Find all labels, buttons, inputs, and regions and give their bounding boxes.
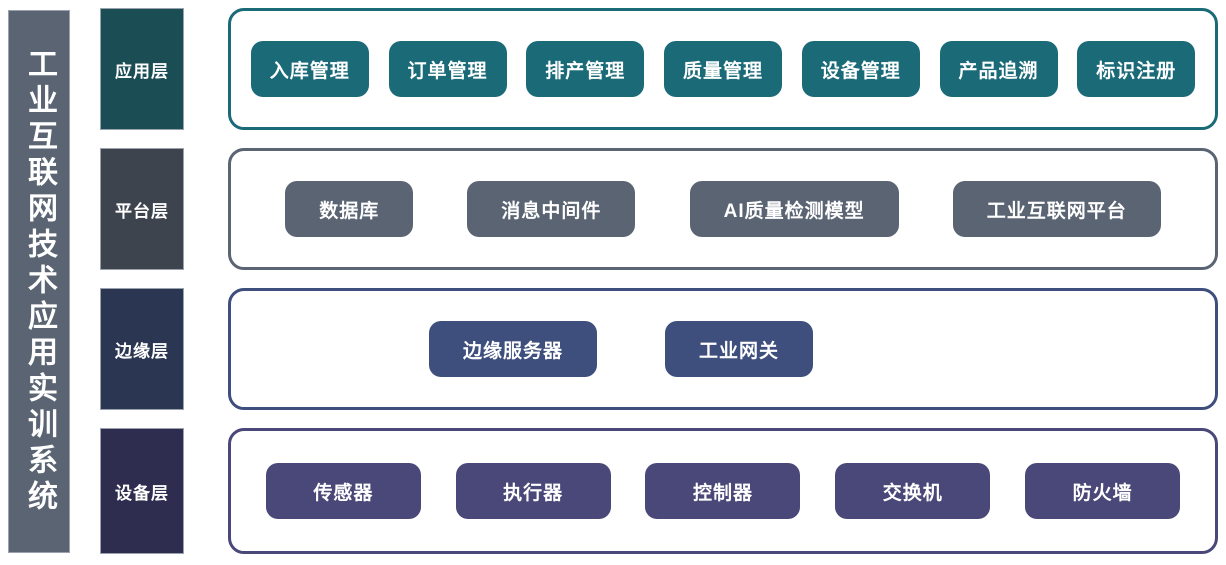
layer-item-platform-2[interactable]: AI质量检测模型 xyxy=(689,181,899,237)
layer-item-device-3[interactable]: 交换机 xyxy=(835,463,991,519)
layer-row-device: 设备层 传感器 执行器 控制器 交换机 防火墙 xyxy=(0,428,1226,554)
layer-tag-edge: 边缘层 xyxy=(100,288,184,410)
layer-item-device-2[interactable]: 控制器 xyxy=(645,463,801,519)
layer-card-application: 入库管理 订单管理 排产管理 质量管理 设备管理 产品追溯 标识注册 xyxy=(228,8,1218,130)
layer-card-edge: 边缘服务器 工业网关 xyxy=(228,288,1218,410)
layer-tag-platform: 平台层 xyxy=(100,148,184,270)
layer-tag-device: 设备层 xyxy=(100,428,184,554)
layer-item-device-1[interactable]: 执行器 xyxy=(455,463,611,519)
layer-row-platform: 平台层 数据库 消息中间件 AI质量检测模型 工业互联网平台 xyxy=(0,148,1226,270)
layer-item-platform-0[interactable]: 数据库 xyxy=(285,181,414,237)
layer-item-application-5[interactable]: 产品追溯 xyxy=(939,41,1058,97)
layer-item-application-0[interactable]: 入库管理 xyxy=(250,41,369,97)
layer-card-device: 传感器 执行器 控制器 交换机 防火墙 xyxy=(228,428,1218,554)
layer-item-application-6[interactable]: 标识注册 xyxy=(1077,41,1196,97)
layer-item-edge-1[interactable]: 工业网关 xyxy=(665,321,814,377)
layer-tag-application: 应用层 xyxy=(100,8,184,130)
layer-item-platform-3[interactable]: 工业互联网平台 xyxy=(952,181,1161,237)
layer-item-device-0[interactable]: 传感器 xyxy=(265,463,421,519)
layer-item-edge-0[interactable]: 边缘服务器 xyxy=(428,321,597,377)
system-title-bar: 工业互联网技术应用实训系统 xyxy=(8,10,70,553)
layer-item-application-2[interactable]: 排产管理 xyxy=(526,41,645,97)
layer-item-platform-1[interactable]: 消息中间件 xyxy=(467,181,636,237)
layer-item-application-3[interactable]: 质量管理 xyxy=(664,41,782,97)
layer-item-device-4[interactable]: 防火墙 xyxy=(1025,463,1181,519)
layer-item-application-1[interactable]: 订单管理 xyxy=(388,41,507,97)
layer-card-platform: 数据库 消息中间件 AI质量检测模型 工业互联网平台 xyxy=(228,148,1218,270)
system-title: 工业互联网技术应用实训系统 xyxy=(23,47,56,516)
layer-row-edge: 边缘层 边缘服务器 工业网关 xyxy=(0,288,1226,410)
layer-row-application: 应用层 入库管理 订单管理 排产管理 质量管理 设备管理 产品追溯 标识注册 xyxy=(0,8,1226,130)
layer-item-application-4[interactable]: 设备管理 xyxy=(801,41,920,97)
